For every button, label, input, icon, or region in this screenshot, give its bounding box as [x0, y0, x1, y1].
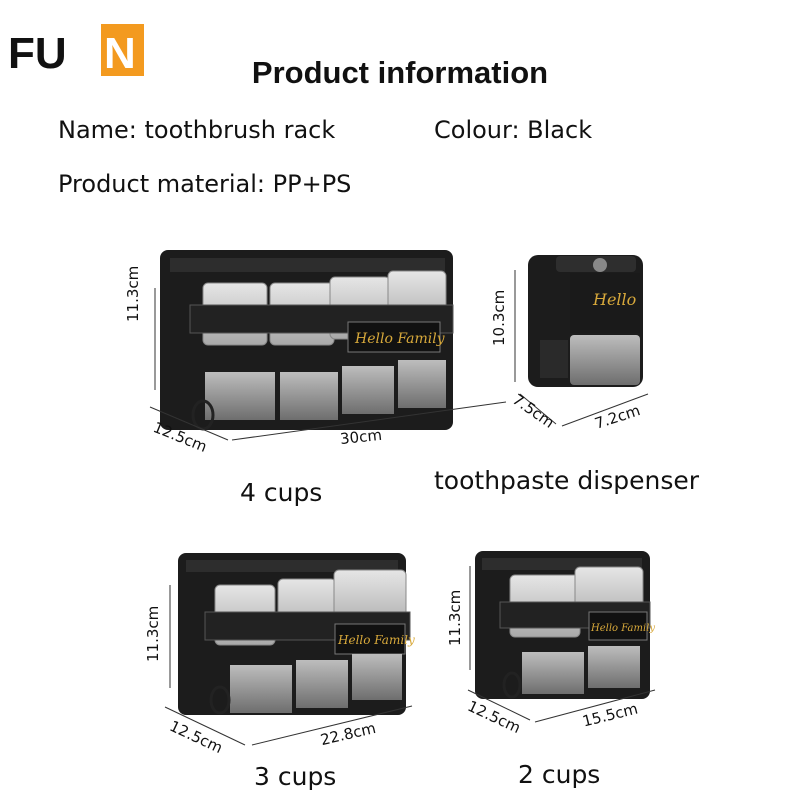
four-cup-label: Hello Family [354, 331, 446, 347]
two-cup-rack: Hello Family [475, 551, 655, 699]
four-cup-height: 11.3cm [124, 265, 142, 322]
logo-orange-block [101, 24, 144, 76]
four-cup-rack: Hello Family [160, 250, 454, 431]
brand-logo: FU N [6, 22, 146, 82]
three-cup-rack: Hello Family [178, 553, 415, 715]
three-cup-label: Hello Family [337, 633, 415, 647]
two-cup-height: 11.3cm [446, 589, 464, 646]
three-cup-caption: 3 cups [254, 762, 337, 791]
toothpaste-dispenser: Hello [528, 255, 643, 387]
product-material: Product material: PP+PS [58, 170, 352, 198]
two-cup-label: Hello Family [590, 623, 655, 634]
three-cup-height: 11.3cm [144, 605, 162, 662]
product-colour: Colour: Black [434, 116, 593, 144]
logo-text-n: N [104, 29, 136, 78]
logo-text-fu: FU [8, 29, 67, 78]
product-name: Name: toothbrush rack [58, 116, 336, 144]
dispenser-label: Hello [592, 290, 636, 309]
dispenser-caption: toothpaste dispenser [434, 466, 700, 495]
two-cup-caption: 2 cups [518, 760, 601, 789]
four-cup-caption: 4 cups [240, 478, 323, 507]
page-title: Product information [251, 55, 549, 90]
dispenser-height: 10.3cm [490, 289, 508, 346]
